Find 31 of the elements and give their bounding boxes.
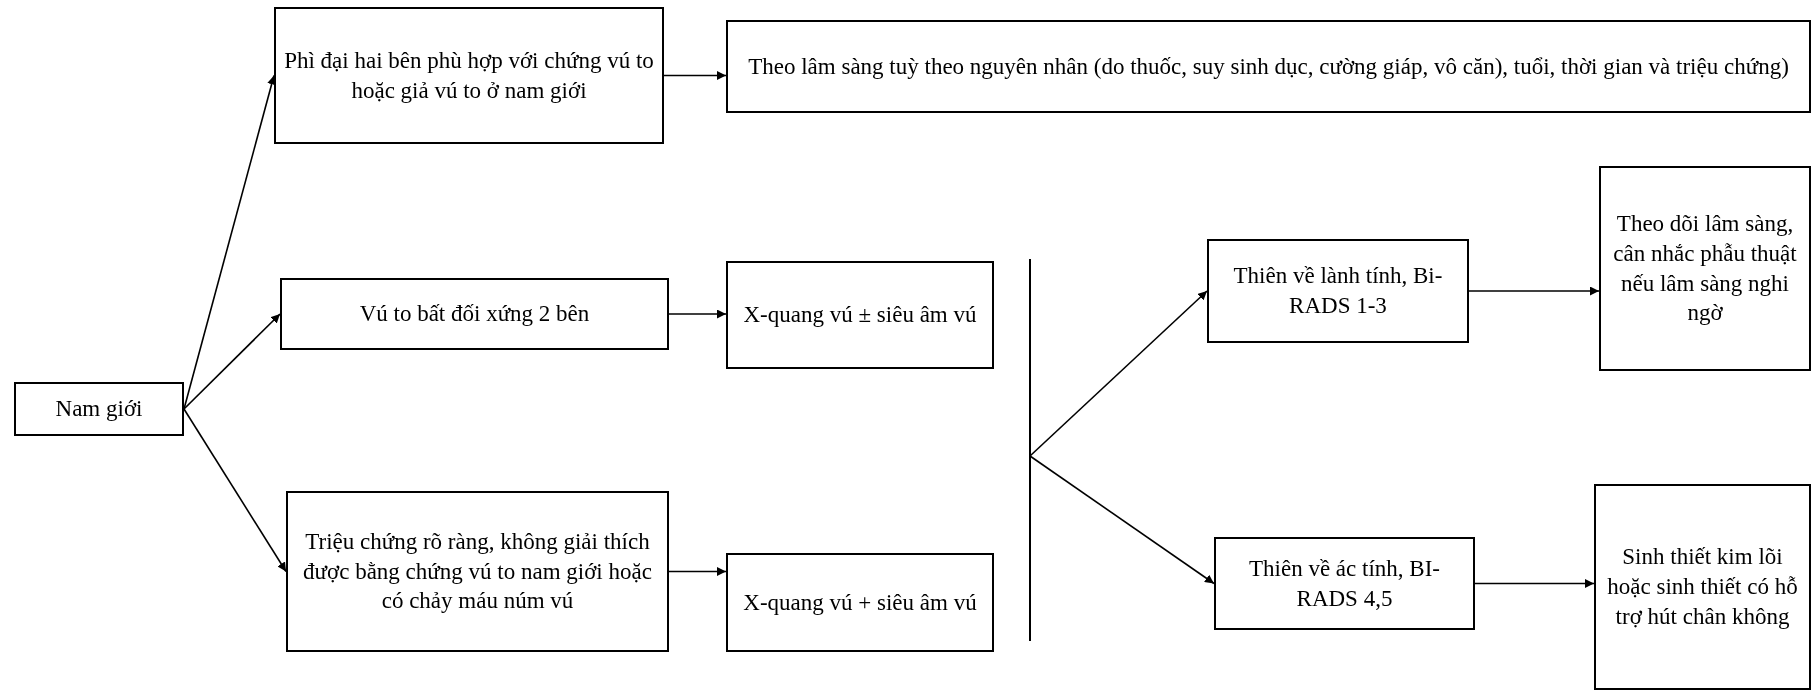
node-text: Sinh thiết kim lõi hoặc sinh thiết có hỗ trợ hút chân không	[1606, 543, 1799, 631]
process-box	[726, 553, 994, 652]
node-text: Thiên về ác tính, BI-RADS 4,5	[1248, 554, 1441, 613]
node-text: Theo lâm sàng tuỳ theo nguyên nhân (do thuốc, suy sinh dục, cường giáp, vô căn), tuổi, thời gian và triệu chứng)	[747, 52, 1790, 81]
node-text: Triệu chứng rõ ràng, không giải thích được bằng chứng vú to nam giới hoặc có chảy máu núm vú	[302, 527, 653, 616]
process-box	[280, 278, 669, 350]
process-box	[274, 7, 664, 144]
arrow	[1029, 455, 1215, 585]
node-text: Thiên về lành tính, Bi-RADS 1-3	[1232, 262, 1444, 320]
node-text: Phì đại hai bên phù hợp với chứng vú to hoặc giả vú to ở nam giới	[283, 46, 655, 105]
arrow	[1468, 286, 1600, 296]
node-text: Theo dõi lâm sàng, cân nhắc phẫu thuật nếu lâm sàng nghi ngờ	[1612, 209, 1798, 328]
node-text: Vú to bất đối xứng 2 bên	[358, 300, 591, 329]
process-box	[1207, 239, 1469, 343]
process-box	[14, 382, 184, 436]
process-box	[726, 20, 1811, 113]
process-box	[1599, 166, 1811, 371]
arrow	[668, 309, 727, 319]
arrow	[183, 313, 281, 410]
node-text: X-quang vú + siêu âm vú	[742, 588, 978, 617]
process-box	[1214, 537, 1475, 630]
arrow	[663, 71, 727, 80]
arrow	[1474, 579, 1595, 588]
node-text: X-quang vú ± siêu âm vú	[742, 301, 978, 330]
process-box	[1594, 484, 1811, 690]
process-box	[286, 491, 669, 652]
process-box	[726, 261, 994, 369]
arrow	[183, 408, 287, 573]
arrow	[668, 567, 727, 576]
arrow	[1029, 290, 1208, 457]
node-text: Nam giới	[54, 395, 144, 424]
